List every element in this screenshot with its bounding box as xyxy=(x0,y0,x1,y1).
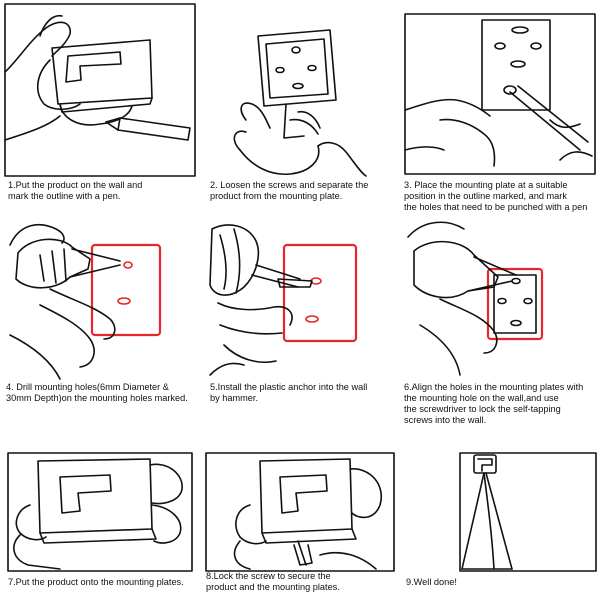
step-6-illustration xyxy=(400,215,600,380)
step-5-illustration xyxy=(200,215,400,380)
step-8-panel: 8.Lock the screw to secure the product a… xyxy=(200,445,400,600)
step-6-panel: 6.Align the holes in the mounting plates… xyxy=(400,215,600,445)
step-7-panel: 7.Put the product onto the mounting plat… xyxy=(0,445,200,600)
step-9-panel: 9.Well done! xyxy=(400,445,600,600)
step-4-illustration xyxy=(0,215,200,380)
step-5-caption: 5.Install the plastic anchor into the wa… xyxy=(210,382,368,403)
step-2-panel: 2. Loosen the screws and separate the pr… xyxy=(200,0,400,215)
step-1-illustration xyxy=(0,0,200,180)
step-5-panel: 5.Install the plastic anchor into the wa… xyxy=(200,215,400,445)
step-6-caption: 6.Align the holes in the mounting plates… xyxy=(404,382,584,425)
step-4-caption: 4. Drill mounting holes(6mm Diameter & 3… xyxy=(6,382,188,403)
step-3-illustration xyxy=(400,0,600,180)
step-2-caption: 2. Loosen the screws and separate the pr… xyxy=(210,180,369,201)
step-4-panel: 4. Drill mounting holes(6mm Diameter & 3… xyxy=(0,215,200,445)
step-1-caption: 1.Put the product on the wall and mark t… xyxy=(8,180,143,201)
step-9-caption: 9.Well done! xyxy=(406,577,457,587)
step-7-illustration xyxy=(0,445,200,575)
step-7-caption: 7.Put the product onto the mounting plat… xyxy=(8,577,184,587)
step-1-panel: 1.Put the product on the wall and mark t… xyxy=(0,0,200,215)
step-8-caption: 8.Lock the screw to secure the product a… xyxy=(206,571,340,592)
step-8-illustration xyxy=(200,445,400,575)
step-2-illustration xyxy=(200,0,400,180)
step-3-panel: 3. Place the mounting plate at a suitabl… xyxy=(400,0,600,215)
step-9-illustration xyxy=(400,445,600,575)
step-3-caption: 3. Place the mounting plate at a suitabl… xyxy=(404,180,588,212)
